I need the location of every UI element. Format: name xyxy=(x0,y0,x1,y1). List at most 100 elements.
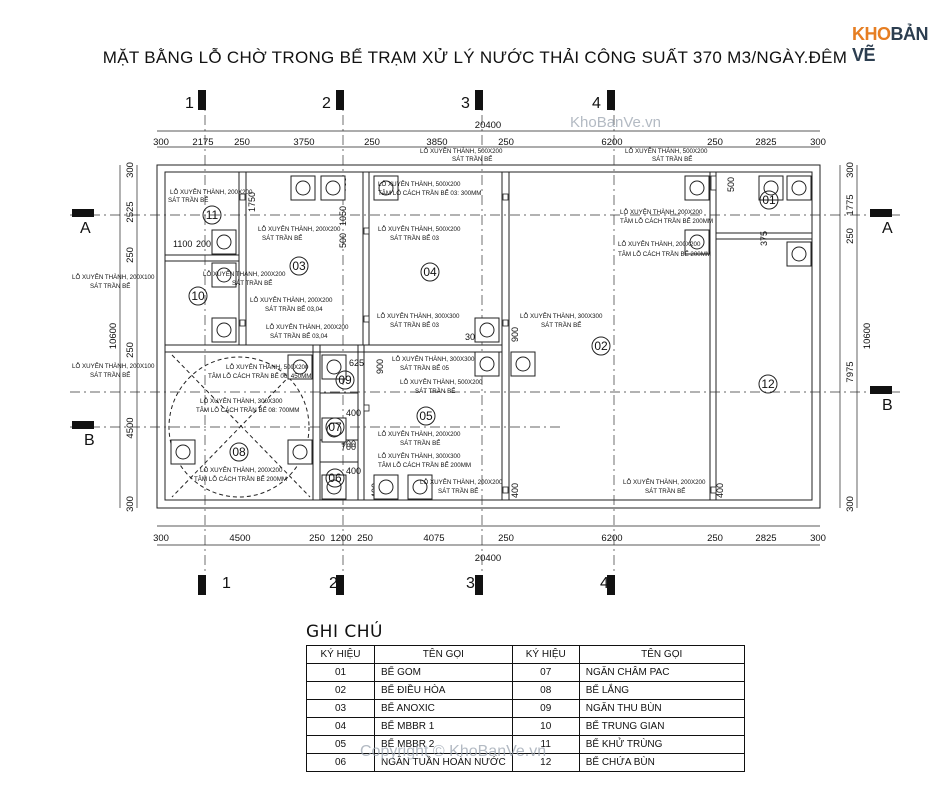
opening xyxy=(407,474,433,500)
dim-text: 3850 xyxy=(426,137,447,148)
tank-01: 01 xyxy=(759,190,779,210)
note: TÂM LỖ CÁCH TRẦN BỂ 200MM xyxy=(620,218,713,225)
axis-label-4-bottom: 4 xyxy=(600,575,609,592)
dim-text: 300 xyxy=(153,137,169,148)
table-cell: 06 xyxy=(306,753,375,772)
dim-text: 1750 xyxy=(247,192,257,212)
opening xyxy=(474,351,500,377)
dim-text: 250 xyxy=(364,137,380,148)
dim-text: 300 xyxy=(810,137,826,148)
tank-label: 02 xyxy=(594,339,608,353)
dim-text: 250 xyxy=(707,533,723,544)
note: LỖ XUYÊN THÀNH, 200X200 xyxy=(618,240,701,248)
opening xyxy=(474,317,500,343)
opening xyxy=(287,439,313,465)
note: SÁT TRẦN BỂ 03,04 xyxy=(270,333,328,340)
note: LỖ XUYÊN THÀNH, 200X200 xyxy=(258,225,341,233)
note: LỖ XUYÊN THÀNH, 200X200 xyxy=(203,270,286,278)
dim-text: 4075 xyxy=(423,533,444,544)
tank-label: 06 xyxy=(328,471,342,485)
note: SÁT TRẦN BỂ xyxy=(400,440,440,447)
tank-label: 07 xyxy=(328,420,342,434)
watermark-top: KhoBanVe.vn xyxy=(570,114,661,131)
logo-text: KHOBẢN VẼ xyxy=(852,24,947,66)
note: TÂM LỖ CÁCH TRẦN BỂ 08: 700MM xyxy=(196,407,299,414)
note: LỖ XUYÊN THÀNH, 500X200 xyxy=(378,180,461,188)
table-cell: 08 xyxy=(511,681,580,700)
axis-label-3-bottom: 3 xyxy=(466,575,475,592)
dim-text: 625 xyxy=(349,358,364,368)
note: LỖ XUYÊN THÀNH, 200X200 xyxy=(623,478,706,486)
note: LỖ XUYÊN THÀNH, 200X100 xyxy=(72,362,155,370)
table-cell: 04 xyxy=(306,717,375,736)
note: TÂM LỖ CÁCH TRẦN BỂ 06: 450MM xyxy=(208,373,311,380)
section-a-left: A xyxy=(80,220,91,237)
opening xyxy=(786,175,812,201)
note: LỖ XUYÊN THÀNH, 300X300 xyxy=(520,312,603,320)
table-cell: 01 xyxy=(306,663,375,682)
dim-text: 300 xyxy=(465,332,480,342)
section-b-left: B xyxy=(84,432,95,449)
legend-header: KÝ HIỆU xyxy=(511,645,580,664)
tank-04: 04 xyxy=(420,262,440,282)
opening xyxy=(320,175,346,201)
watermark-bottom: Copyright © KhoBanVe.vn xyxy=(360,743,547,760)
dim-text: 700 xyxy=(341,442,356,452)
note: LỖ XUYÊN THÀNH, 200X200 xyxy=(420,478,503,486)
dim-text: 250 xyxy=(309,533,325,544)
legend-title: GHI CHÚ xyxy=(306,622,383,642)
dim-text: 7975 xyxy=(845,361,856,382)
dim-total-top: 20400 xyxy=(475,120,501,131)
dim-text: 200 xyxy=(196,239,211,249)
dim-text: 1100 xyxy=(173,239,192,249)
note: SÁT TRẦN BỂ 03,04 xyxy=(265,306,323,313)
dim-text: 300 xyxy=(845,162,856,178)
dim-text: 1775 xyxy=(845,194,856,215)
axis-label-1-bottom: 1 xyxy=(222,575,231,592)
tank-label: 09 xyxy=(338,373,352,387)
dim-text: 300 xyxy=(125,162,136,178)
opening xyxy=(211,229,237,255)
dim-text: 300 xyxy=(845,496,856,512)
legend-header: KÝ HIỆU xyxy=(306,645,375,664)
dim-text: 900 xyxy=(375,359,385,374)
note: SÁT TRẦN BỂ xyxy=(90,372,130,379)
axis-label-1-top: 1 xyxy=(185,95,194,112)
inner-wall xyxy=(164,171,813,501)
note: TÂM LỖ CÁCH TRẦN BỂ 03: 300MM xyxy=(378,190,481,197)
tank-label: 01 xyxy=(762,193,776,207)
table-cell: NGĂN CHÂM PAC xyxy=(578,663,745,682)
opening xyxy=(373,474,399,500)
note: SÁT TRẦN BỂ xyxy=(90,283,130,290)
note: LỖ XUYÊN THÀNH, 300X300 xyxy=(378,452,461,460)
opening xyxy=(510,351,536,377)
note: SÁT TRẦN BỂ xyxy=(415,388,455,395)
section-a-right: A xyxy=(882,220,893,237)
dim-text: 250 xyxy=(234,137,250,148)
note: LỖ XUYÊN THÀNH, 200X200 xyxy=(266,323,349,331)
opening xyxy=(211,262,237,288)
tank-label: 11 xyxy=(206,208,219,222)
tank-06: 06 xyxy=(325,468,345,488)
dim-text: 300 xyxy=(153,533,169,544)
note: LỖ XUYÊN THÀNH, 200X200 xyxy=(170,188,253,196)
axis-label-2-top: 2 xyxy=(322,95,331,112)
dim-text: 4500 xyxy=(125,417,136,438)
dim-text: 3750 xyxy=(293,137,314,148)
note: SÁT TRẦN BỂ 05 xyxy=(400,365,450,372)
note: LỖ XUYÊN THÀNH, 200X200 xyxy=(200,466,283,474)
dim-text: 400 xyxy=(510,483,520,498)
dim-text: 2175 xyxy=(192,137,213,148)
tank-label: 08 xyxy=(232,445,246,459)
dim-text: 250 xyxy=(125,247,136,263)
table-cell: 09 xyxy=(511,699,580,718)
dim-text: 1200 xyxy=(330,533,351,544)
dim-text: 250 xyxy=(707,137,723,148)
dim-text: 900 xyxy=(510,327,520,342)
legend-header-row: KÝ HIỆU TÊN GỌI KÝ HIỆU TÊN GỌI xyxy=(306,645,745,664)
logo-part2: BẢN VẼ xyxy=(852,24,929,65)
